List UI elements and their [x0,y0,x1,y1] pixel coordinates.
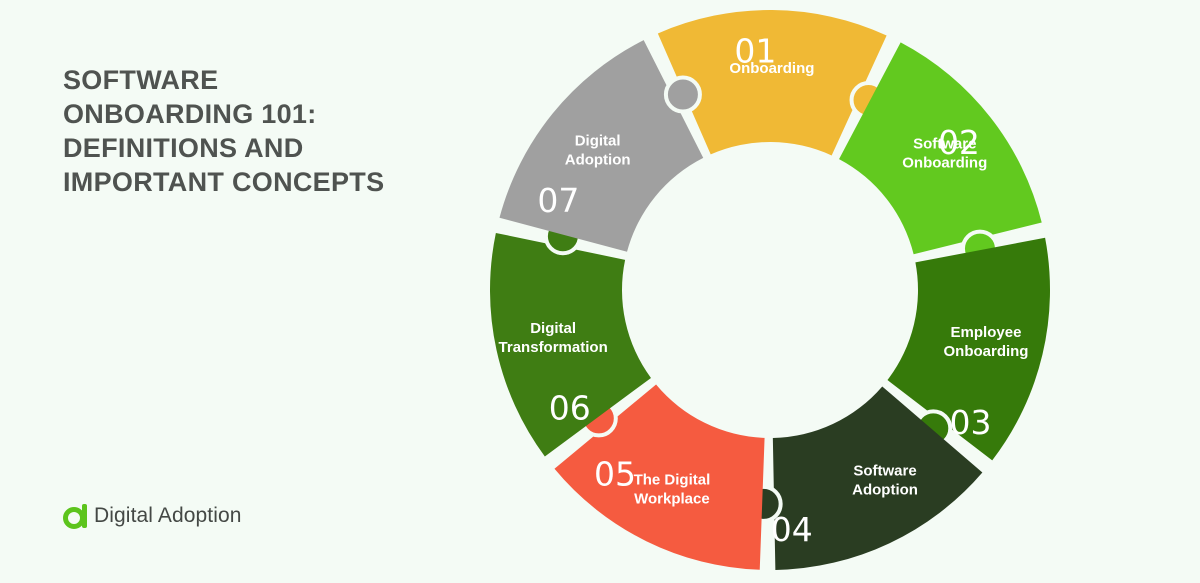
segment-label-line: Workplace [634,491,710,508]
segment-label-line: Adoption [565,152,631,169]
puzzle-piece [887,237,1050,461]
segment-number: 01 [734,31,776,70]
segment-label-line: Adoption [852,481,918,498]
segment-label-line: The Digital [634,472,711,489]
segment-label-line: Digital [530,320,576,337]
brand: Digital Adoption [63,496,242,536]
title-line: SOFTWARE [63,65,219,95]
segment-label: Onboarding [729,60,814,77]
puzzle-piece [657,9,887,156]
page-title: SOFTWARE ONBOARDING 101: DEFINITIONS AND… [63,63,443,199]
segment-label-line: Onboarding [943,343,1028,360]
center-hole [624,144,916,436]
segment-label-line: Software [913,136,976,153]
puzzle-piece [772,386,983,570]
segment-label-line: Onboarding [729,60,814,77]
segment-number: 03 [949,403,991,442]
segment-number: 05 [594,454,636,493]
segment-label-line: Employee [951,324,1022,341]
puzzle-piece [489,232,651,457]
puzzle-piece [499,40,704,252]
puzzle-piece [839,42,1042,255]
digital-adoption-logo-icon [63,504,87,529]
title-line: ONBOARDING 101: [63,99,317,129]
segment-label-line: Digital [575,133,621,150]
segment-number: 06 [549,388,591,427]
segment-number: 04 [771,510,813,549]
segment-label-line: Software [853,462,916,479]
segment-number: 07 [537,181,579,220]
segment-number: 02 [938,123,980,162]
segment-label-line: Onboarding [902,155,987,172]
title-line: IMPORTANT CONCEPTS [63,167,385,197]
title-line: DEFINITIONS AND [63,133,304,163]
segment-label-line: Transformation [499,339,608,356]
brand-name: Digital Adoption [94,504,242,527]
puzzle-segments [489,9,1050,570]
puzzle-tab [663,75,702,114]
